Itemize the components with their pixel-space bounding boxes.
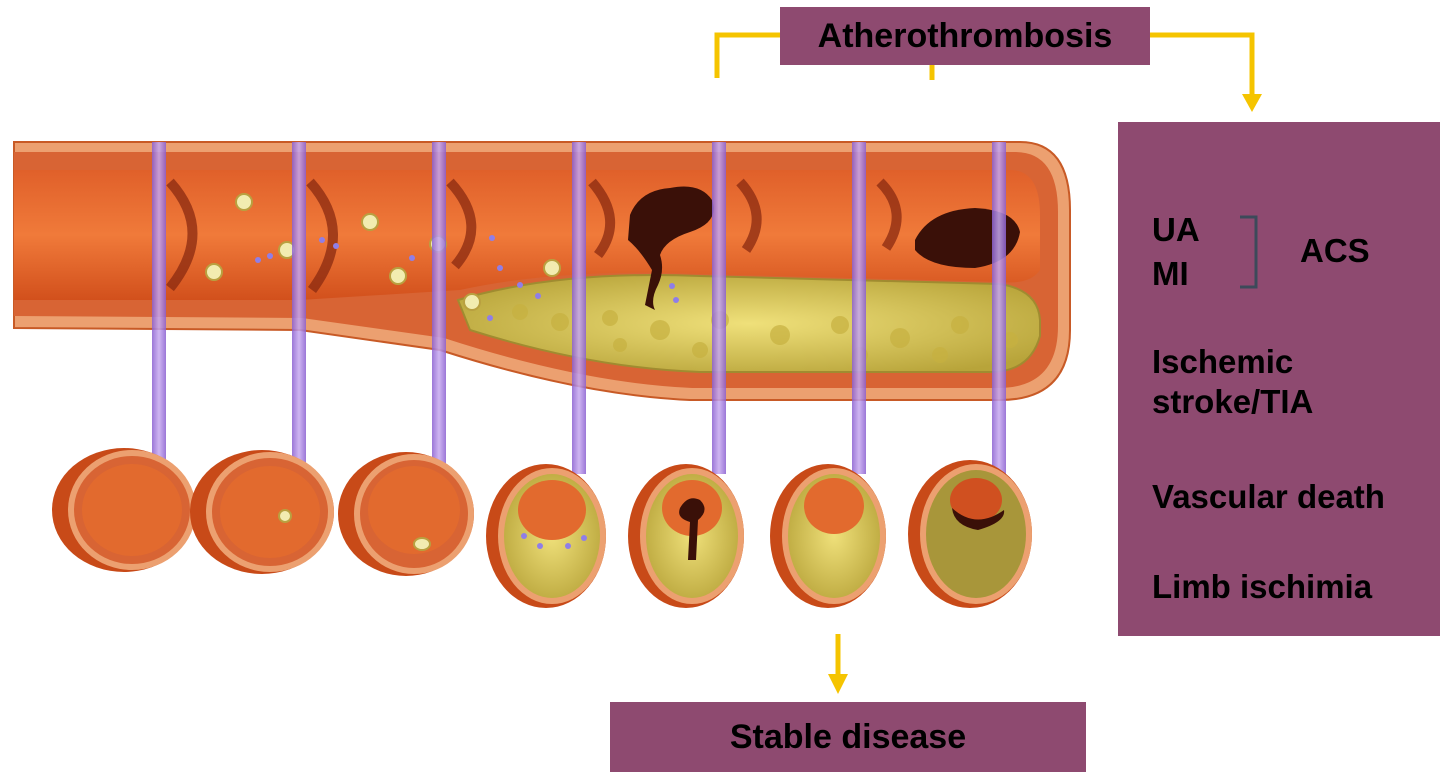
atherothrombosis-label: Atherothrombosis	[780, 7, 1150, 65]
cross-section-1	[52, 448, 196, 572]
cross-section-2	[190, 450, 334, 574]
cross-section-4	[486, 464, 606, 608]
vascular-death-label: Vascular death	[1152, 477, 1385, 517]
mi-label: MI	[1152, 254, 1189, 294]
stable-disease-label: Stable disease	[610, 702, 1086, 772]
outcomes-box: UA MI ACS Ischemic stroke/TIA Vascular d…	[1118, 122, 1440, 636]
acs-label: ACS	[1300, 231, 1370, 271]
cross-section-6	[770, 464, 886, 608]
limb-ischimia-label: Limb ischimia	[1152, 567, 1372, 607]
ischemic-stroke-label: Ischemic stroke/TIA	[1152, 342, 1313, 422]
cross-section-5	[628, 464, 744, 608]
ua-label: UA	[1152, 210, 1200, 250]
cross-section-3	[338, 452, 474, 576]
cross-section-7	[908, 460, 1032, 608]
artery-longitudinal-section	[14, 142, 1070, 400]
acs-bracket	[1236, 214, 1266, 290]
cross-sections	[52, 448, 1032, 608]
